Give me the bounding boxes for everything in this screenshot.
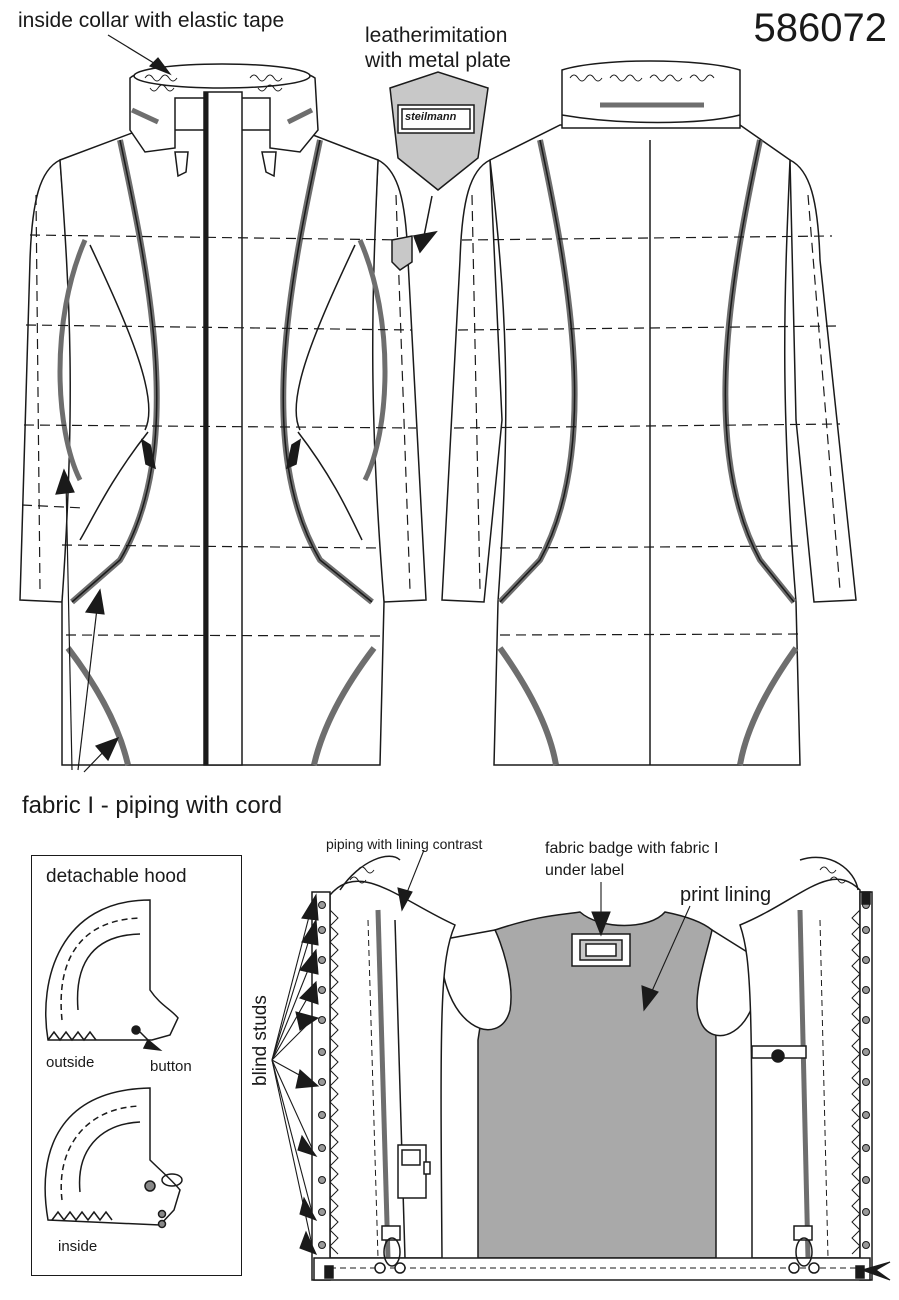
hood-outside-label: outside (46, 1054, 95, 1071)
hood-outside (45, 899, 179, 1041)
blind-studs-label: blind studs (250, 995, 271, 1086)
fabric-badge-label-line2: under label (545, 862, 625, 879)
hood-title: detachable hood (46, 866, 187, 887)
back-right-sleeve (789, 158, 857, 603)
badge-illustration (389, 71, 489, 254)
lining-view (311, 855, 873, 1281)
callout-arrows-lining (271, 849, 891, 1281)
back-collar (561, 60, 741, 129)
style-number: 586072 (753, 6, 887, 50)
badge-label-line1: leatherimitation (365, 24, 508, 47)
badge-label-line2: with metal plate (365, 49, 511, 72)
print-lining-panel (477, 911, 717, 1259)
back-view (441, 60, 857, 766)
badge-brand-text: steilmann (405, 111, 457, 123)
hood-button-label: button (150, 1058, 192, 1075)
back-body (489, 124, 801, 766)
piping-lining-label: piping with lining contrast (326, 836, 483, 852)
front-view (19, 63, 483, 766)
front-placket (203, 91, 243, 766)
collar-label: inside collar with elastic tape (18, 9, 285, 32)
callout-arrows-front (55, 34, 172, 773)
hood-drawings (44, 899, 183, 1229)
front-right-sleeve (365, 158, 427, 603)
fabric-badge-label-line1: fabric badge with fabric I (545, 840, 719, 857)
hood-box (31, 855, 242, 1276)
hood-inside-label: inside (58, 1238, 98, 1255)
back-left-sleeve (441, 158, 503, 603)
print-lining-label: print lining (680, 884, 772, 906)
piping-label: fabric I - piping with cord (22, 792, 283, 819)
